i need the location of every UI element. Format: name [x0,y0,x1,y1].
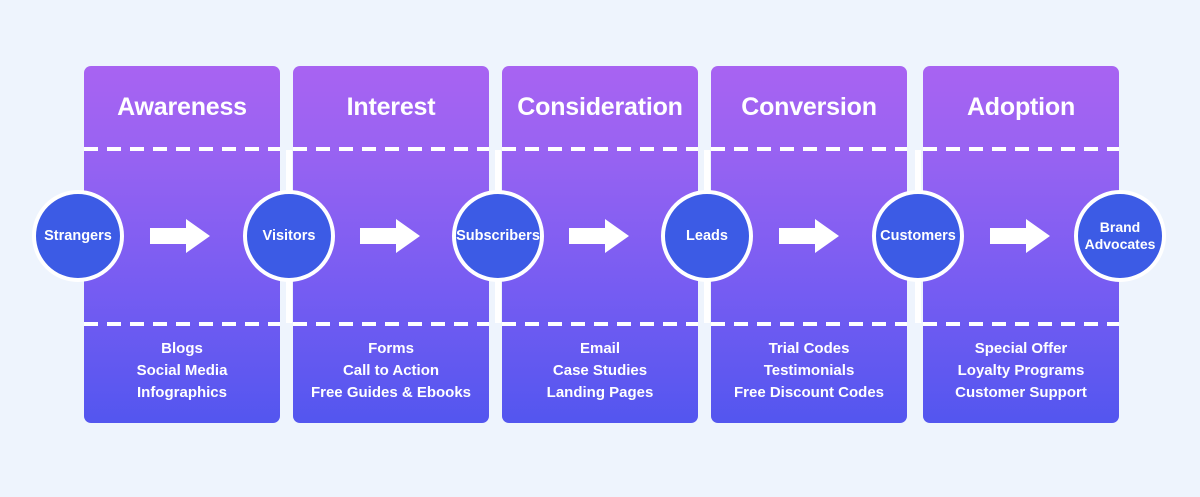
stage-item: Loyalty Programs [957,362,1085,379]
stage-title-consideration: Consideration [517,93,683,121]
node-label-line2: Advocates [1084,236,1156,252]
stage-item: Free Guides & Ebooks [310,384,472,401]
node-label: Subscribers [456,227,540,244]
divider-bottom-adoption [923,322,1119,326]
stage-item: Testimonials [763,362,855,379]
node-visitors[interactable]: Visitors [243,190,335,282]
node-label-line1: Brand [1099,219,1141,235]
node-strangers[interactable]: Strangers [32,190,124,282]
stage-item: Call to Action [342,362,440,379]
stage-item: Trial Codes [768,340,850,357]
divider-top-conversion [711,147,907,151]
stage-item: Case Studies [552,362,648,379]
stage-item: Landing Pages [546,384,654,401]
stage-item: Forms [368,340,414,357]
node-subscribers[interactable]: Subscribers [452,190,544,282]
arrow-leads-to-customers-icon [779,219,839,253]
divider-top-consideration [502,147,698,151]
stage-items-awareness: Blogs Social Media Infographics [88,338,276,404]
divider-bottom-consideration [502,322,698,326]
divider-bottom-awareness [84,322,280,326]
stage-title-conversion: Conversion [741,93,877,121]
stage-item: Social Media [136,362,228,379]
stage-item: Free Discount Codes [733,384,885,401]
divider-bottom-interest [293,322,489,326]
node-label: Strangers [44,227,112,244]
arrow-strangers-to-visitors-icon [150,219,210,253]
stage-title-interest: Interest [346,93,436,121]
divider-top-adoption [923,147,1119,151]
stage-title-adoption: Adoption [966,93,1076,121]
node-label: Visitors [262,227,316,244]
divider-top-awareness [84,147,280,151]
divider-bottom-conversion [711,322,907,326]
stage-item: Email [579,340,621,357]
stage-item: Customer Support [955,384,1087,401]
stage-items-consideration: Email Case Studies Landing Pages [506,338,694,404]
arrow-visitors-to-subscribers-icon [360,219,420,253]
stage-title-awareness: Awareness [117,93,247,121]
node-customers[interactable]: Customers [872,190,964,282]
stage-items-adoption: Special Offer Loyalty Programs Customer … [927,338,1115,404]
stage-items-interest: Forms Call to Action Free Guides & Ebook… [297,338,485,404]
stage-item: Special Offer [974,340,1068,357]
arrow-subscribers-to-leads-icon [569,219,629,253]
node-label: Leads [686,227,728,244]
arrow-customers-to-brand-advocates-icon [990,219,1050,253]
stage-items-conversion: Trial Codes Testimonials Free Discount C… [715,338,903,404]
node-leads[interactable]: Leads [661,190,753,282]
stage-item: Blogs [161,340,203,357]
node-label: Customers [880,227,956,244]
divider-top-interest [293,147,489,151]
stage-item: Infographics [136,384,227,401]
node-label: Brand Advocates [1085,219,1156,253]
node-brand-advocates[interactable]: Brand Advocates [1074,190,1166,282]
